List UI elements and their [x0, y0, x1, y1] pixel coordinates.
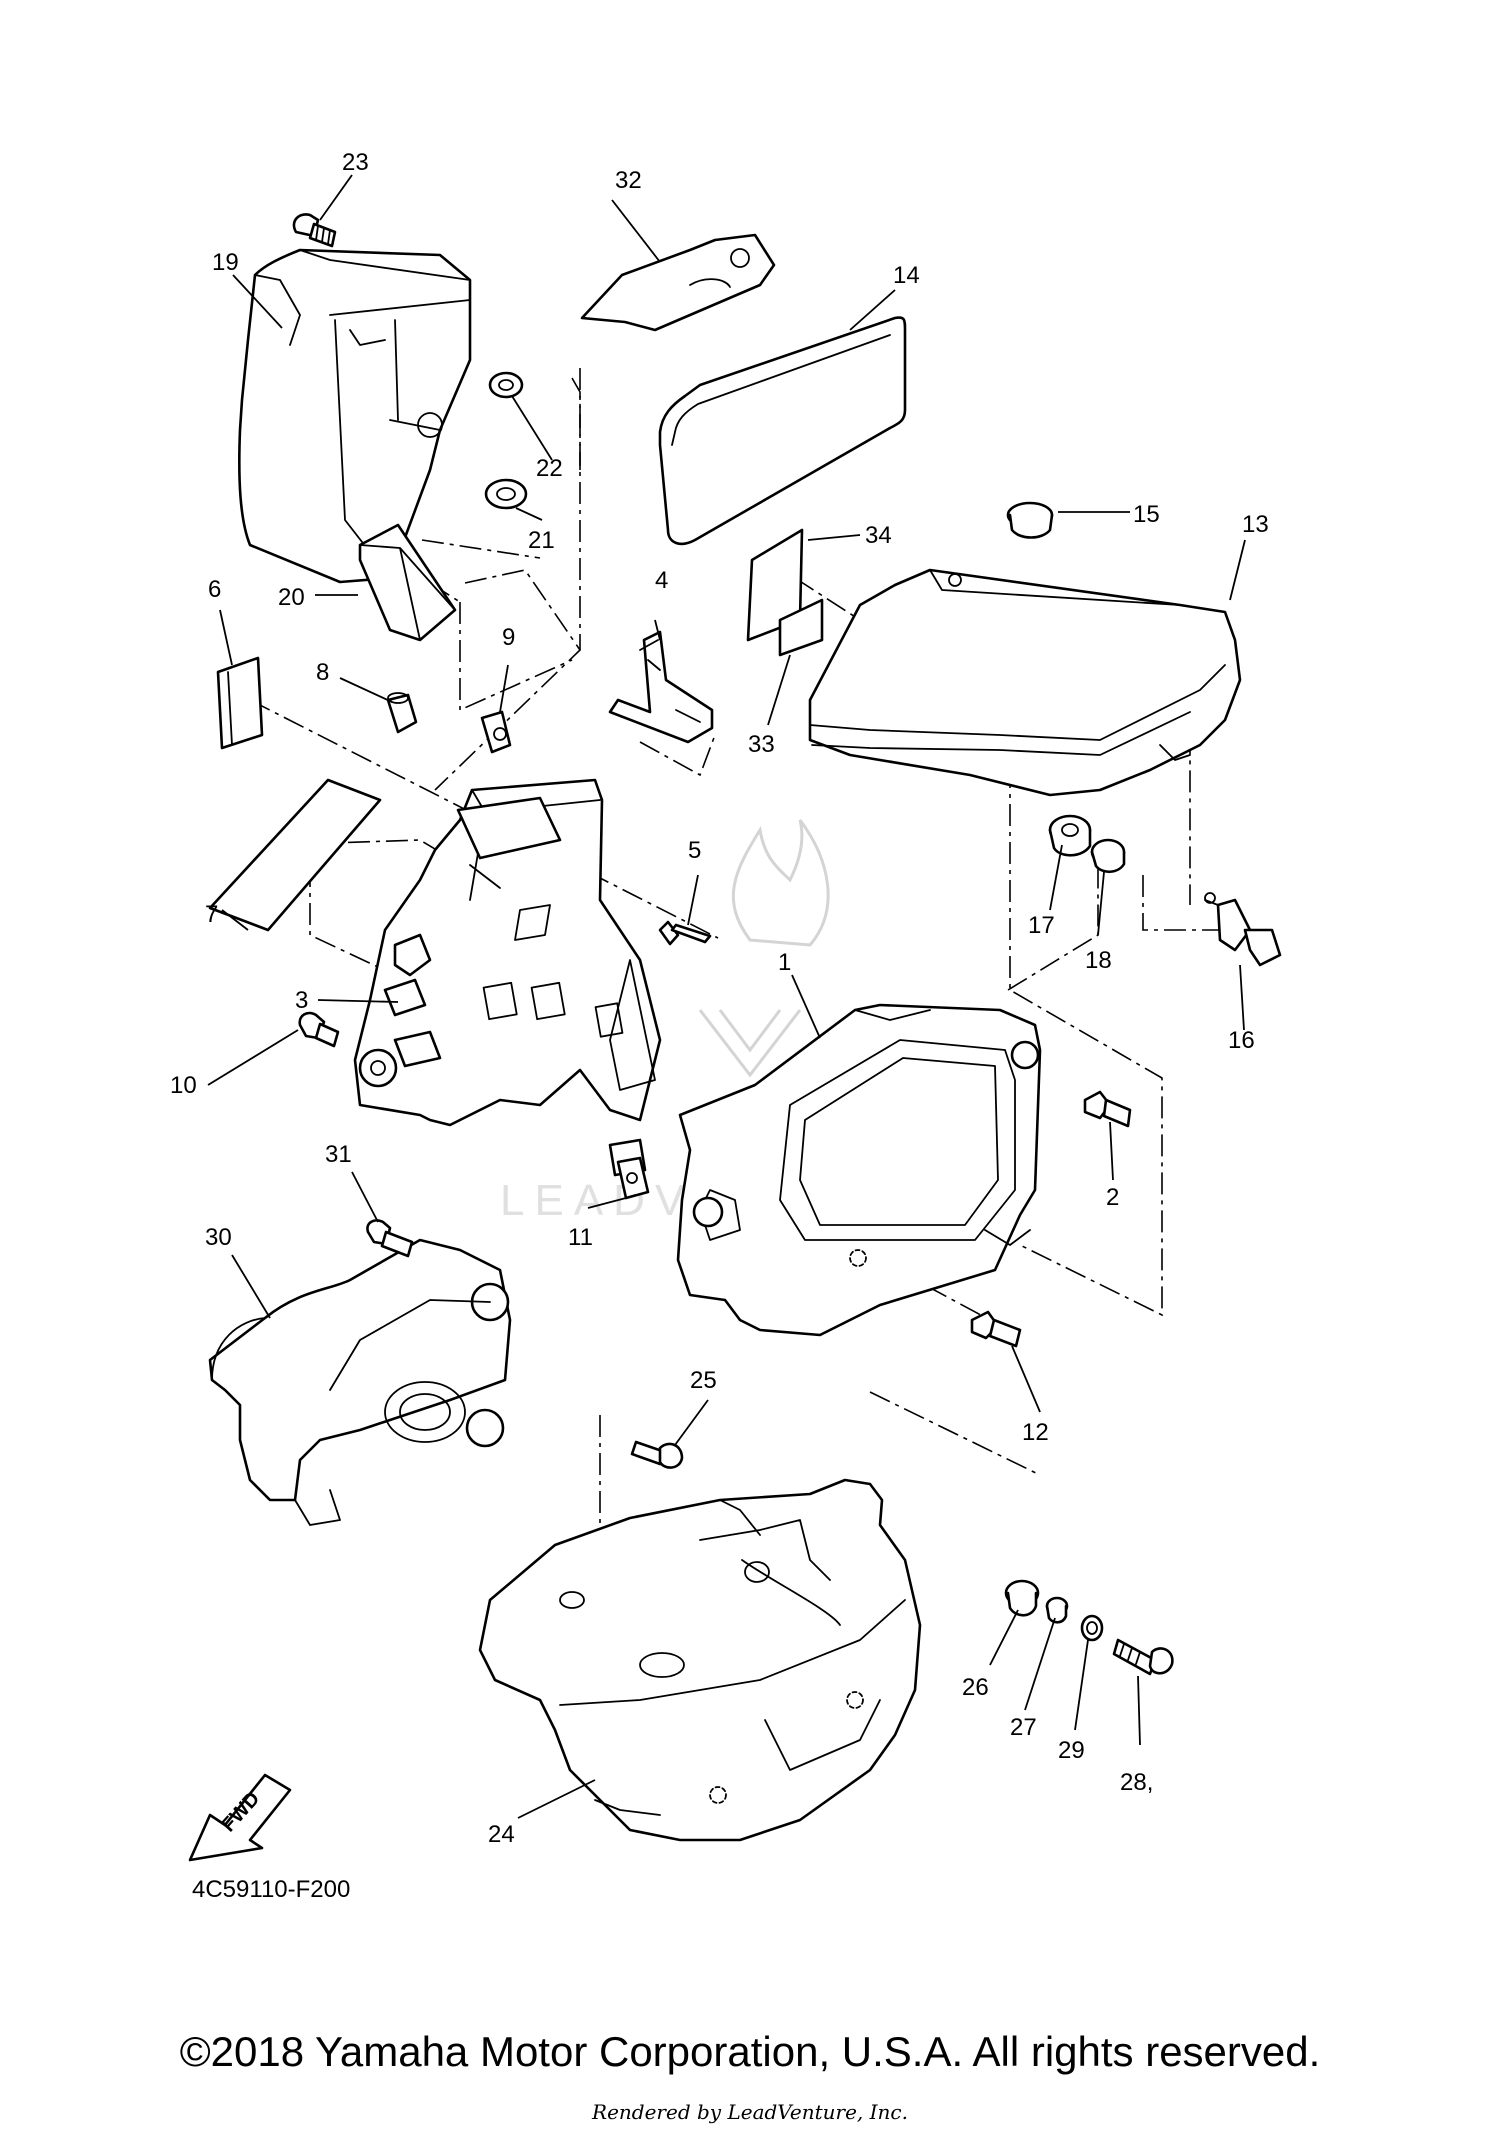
part-2-bolt	[1083, 1090, 1132, 1128]
callout-30: 30	[205, 1224, 232, 1251]
part-11-clip	[616, 1156, 650, 1200]
copyright-notice: ©2018 Yamaha Motor Corporation, U.S.A. A…	[179, 2028, 1321, 2075]
part-25-bolt	[630, 1440, 684, 1469]
callout-8: 8	[316, 659, 329, 686]
part-20-block	[358, 523, 457, 642]
callout-4: 4	[655, 567, 668, 594]
callout-28: 28,	[1120, 1769, 1153, 1796]
part-18-collar	[1090, 838, 1126, 874]
rendered-by-notice: Rendered by LeadVenture, Inc.	[592, 2100, 908, 2124]
part-12-bolt	[970, 1310, 1022, 1348]
part-9-clip	[480, 710, 512, 754]
callout-12: 12	[1022, 1419, 1049, 1446]
leader-lines	[207, 174, 1246, 1819]
part-27-collar	[1045, 1596, 1069, 1624]
part-1-air-cleaner	[676, 1003, 1042, 1337]
part-10-bolt	[298, 1011, 340, 1048]
callout-15: 15	[1133, 501, 1160, 528]
part-31-bolt	[366, 1219, 414, 1258]
part-17-collar	[1048, 814, 1092, 857]
fwd-arrow-icon: FWD	[188, 1773, 292, 1862]
callout-11: 11	[568, 1224, 593, 1251]
callout-21: 21	[528, 527, 555, 554]
callout-23: 23	[342, 149, 369, 176]
callout-10: 10	[170, 1072, 197, 1099]
part-22-grommet	[488, 371, 524, 399]
callout-2: 2	[1106, 1184, 1119, 1211]
callout-7: 7	[205, 901, 218, 928]
callouts: 23 19 32 14 22 21 20 15 13 4 34 33 6 8 9…	[170, 149, 1269, 1848]
part-5-pin	[658, 920, 712, 946]
callout-1: 1	[778, 949, 791, 976]
part-28-bolt	[1112, 1638, 1174, 1676]
part-3-battery-box	[353, 778, 662, 1177]
callout-20: 20	[278, 584, 305, 611]
callout-26: 26	[962, 1674, 989, 1701]
callout-5: 5	[688, 837, 701, 864]
callout-24: 24	[488, 1821, 515, 1848]
part-30-cover	[208, 1238, 512, 1526]
part-16-knob-lock	[1204, 892, 1282, 967]
part-6-pad	[216, 656, 264, 750]
callout-18: 18	[1085, 947, 1112, 974]
callout-9: 9	[502, 624, 515, 651]
part-21-grommet	[484, 478, 528, 510]
callout-34: 34	[865, 522, 892, 549]
part-14-side-pad	[658, 316, 907, 546]
part-4-bracket	[608, 630, 714, 744]
callout-13: 13	[1242, 511, 1269, 538]
part-15-grommet	[1006, 501, 1054, 539]
part-26-grommet	[1004, 1579, 1040, 1617]
callout-6: 6	[208, 576, 221, 603]
part-32-pad	[580, 233, 776, 332]
diagram-part-code: 4C59110-F200	[192, 1876, 350, 1903]
callout-33: 33	[748, 731, 775, 758]
callout-27: 27	[1010, 1714, 1037, 1741]
callout-19: 19	[212, 249, 239, 276]
callout-17: 17	[1028, 912, 1055, 939]
callout-25: 25	[690, 1367, 717, 1394]
callout-22: 22	[536, 455, 563, 482]
callout-14: 14	[893, 262, 920, 289]
callout-16: 16	[1228, 1027, 1255, 1054]
part-24-crankcase-cover	[478, 1478, 922, 1842]
part-7-pad	[208, 778, 382, 932]
part-19-side-cover	[238, 248, 472, 584]
part-13-side-cover	[808, 568, 1242, 797]
callout-3: 3	[295, 987, 308, 1014]
part-8-sleeve	[386, 692, 418, 734]
callout-31: 31	[325, 1141, 352, 1168]
part-33-pad	[778, 598, 824, 657]
callout-32: 32	[615, 167, 642, 194]
part-29-washer	[1080, 1614, 1104, 1642]
part-23-bolt	[292, 213, 337, 248]
callout-29: 29	[1058, 1737, 1085, 1764]
